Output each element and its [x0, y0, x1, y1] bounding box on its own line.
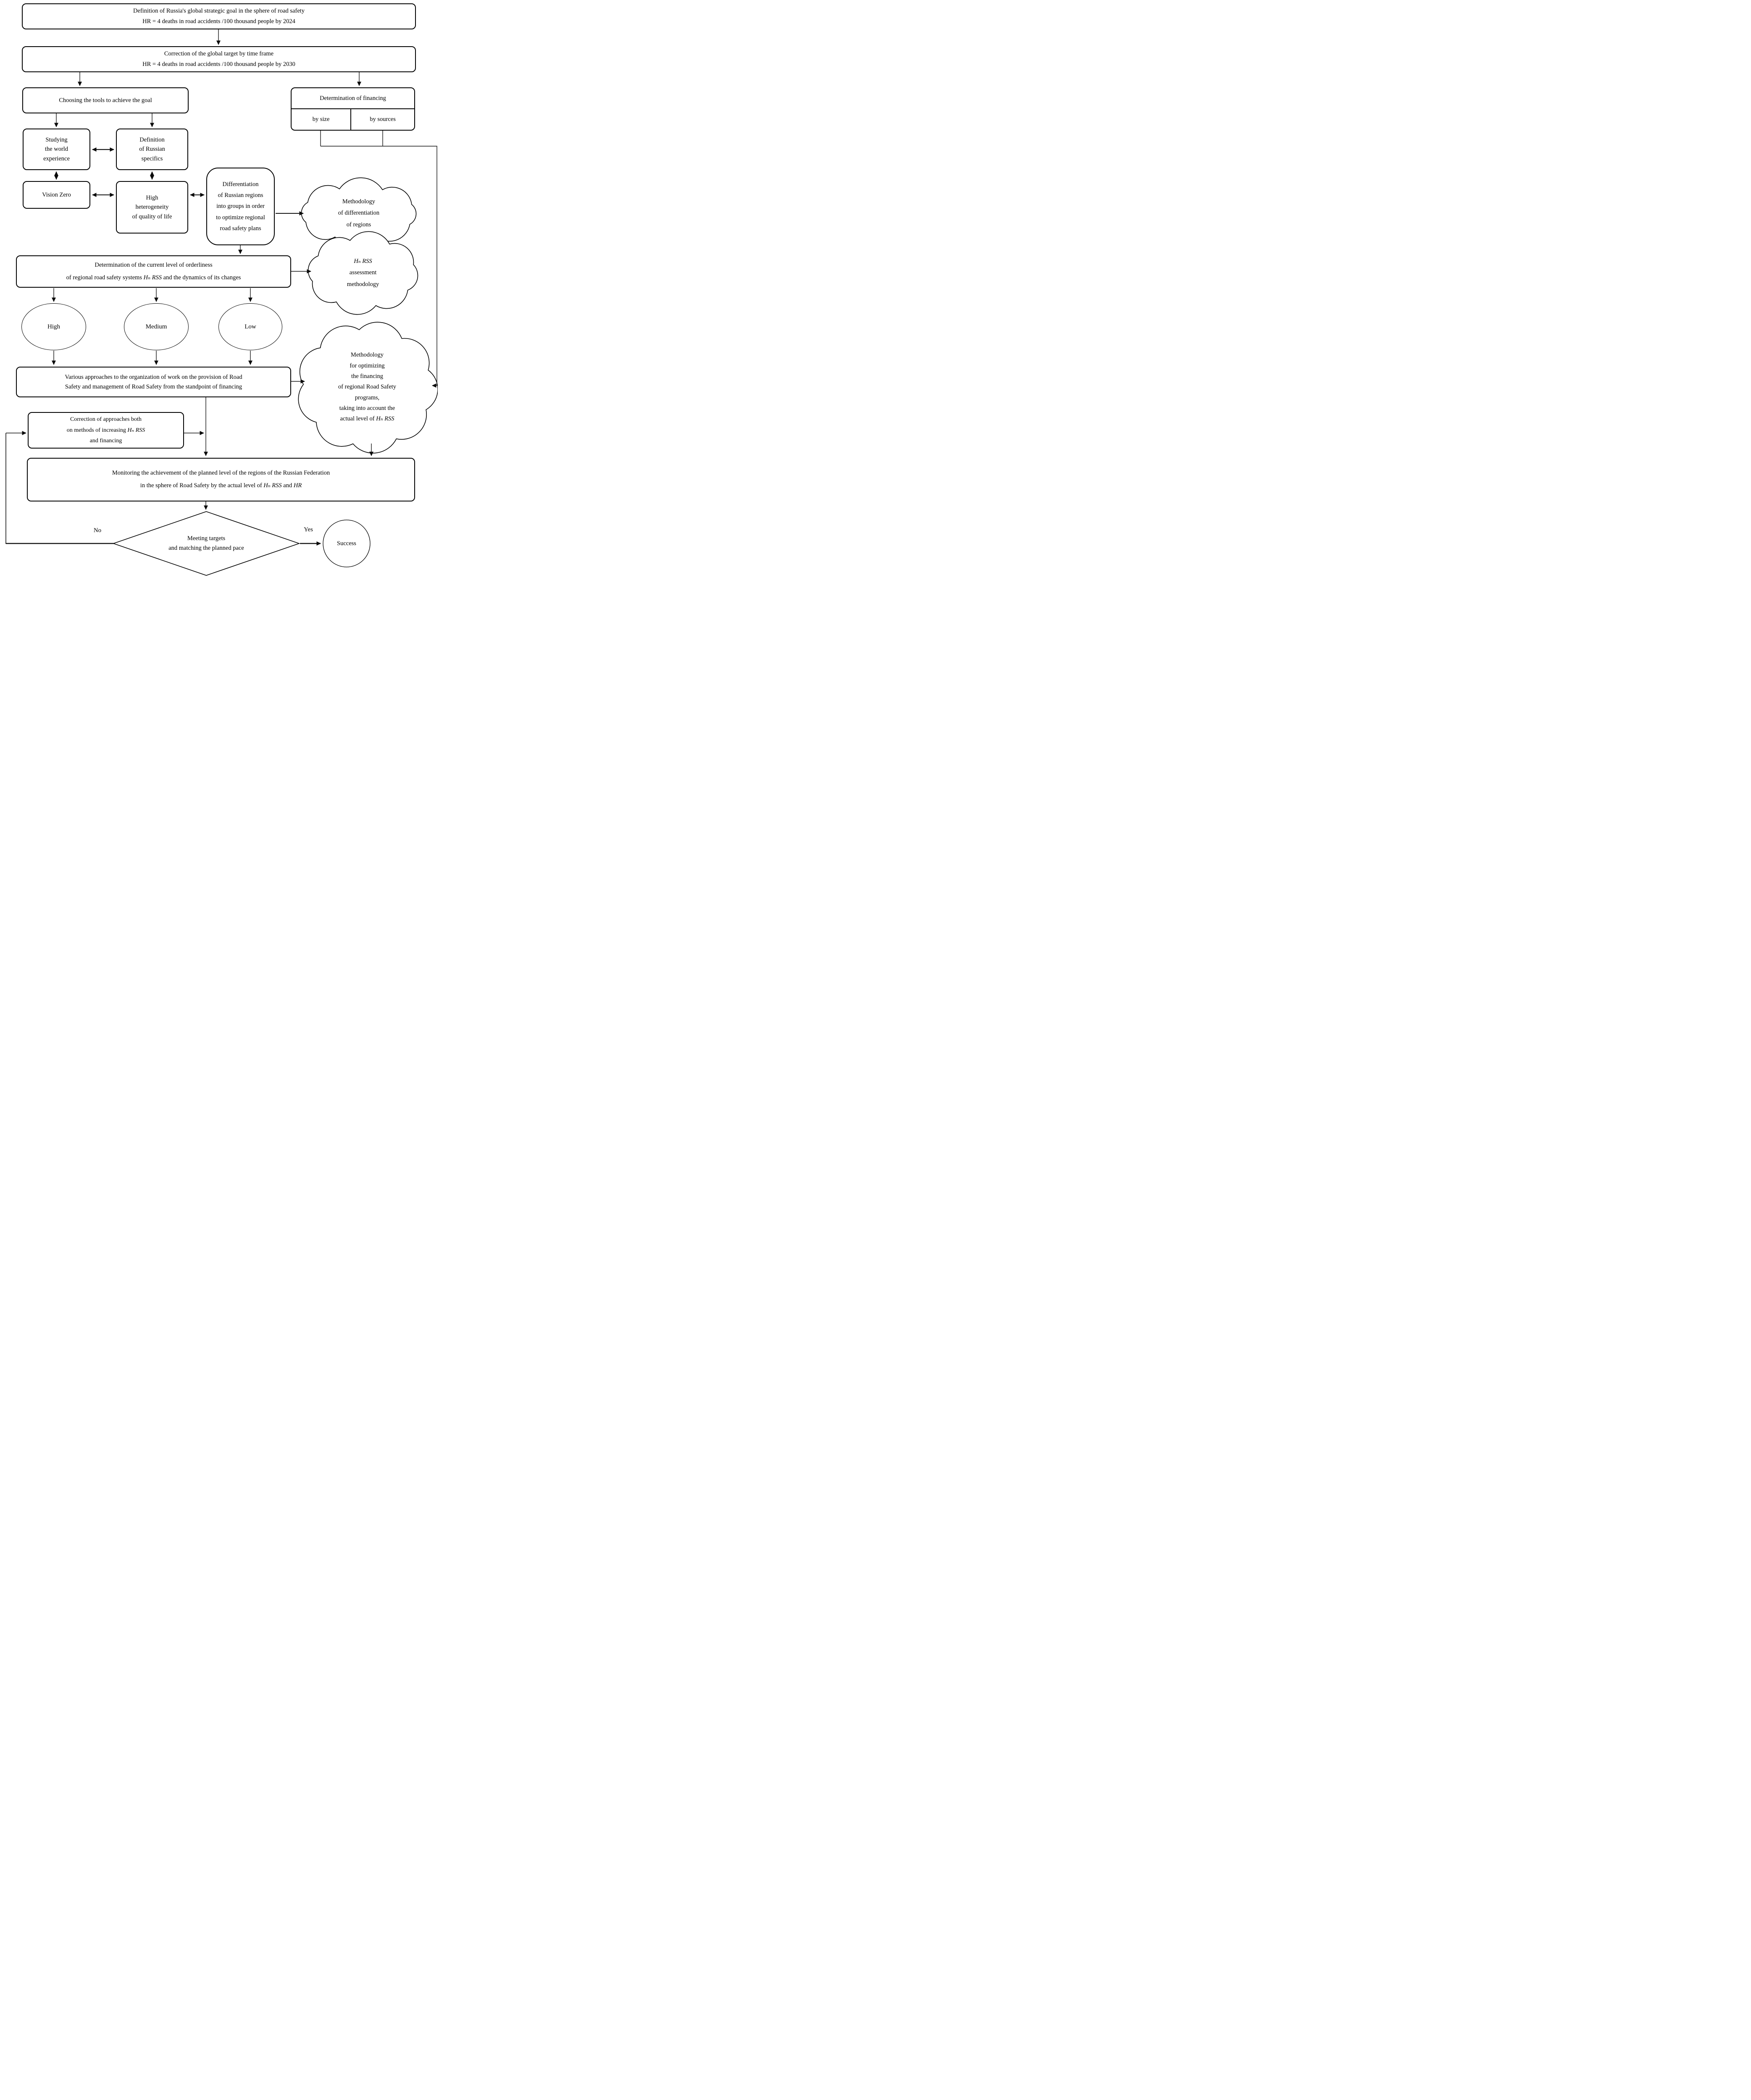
- node-financing-row: by size by sources: [292, 109, 414, 130]
- line: of differentiation: [338, 210, 380, 217]
- text-part: and: [281, 482, 294, 489]
- node-differentiation-regions: Differentiation of Russian regions into …: [206, 168, 275, 245]
- node-financing-title: Determination of financing: [292, 88, 414, 109]
- node-correction-target-line2: HR = 4 deaths in road accidents /100 tho…: [142, 61, 295, 68]
- line: the financing: [351, 373, 384, 380]
- line: Differentiation: [222, 181, 259, 188]
- flowchart-page: Definition of Russia's global strategic …: [0, 0, 438, 578]
- success-circle-shape: [323, 520, 371, 567]
- node-global-goal-line1: Definition of Russia's global strategic …: [133, 7, 305, 14]
- node-global-goal: Definition of Russia's global strategic …: [22, 3, 416, 29]
- line: heterogeneity: [135, 204, 169, 211]
- node-monitoring: Monitoring the achievement of the planne…: [27, 458, 415, 501]
- success-label: Success: [323, 534, 370, 553]
- line: and financing: [89, 438, 122, 444]
- line: for optimizing: [350, 362, 385, 369]
- line: Methodology: [342, 198, 376, 205]
- line: and matching the planned pace: [168, 545, 244, 551]
- line: into groups in order: [216, 203, 265, 210]
- line: actual level of Hₙ RSS: [340, 414, 394, 424]
- node-heterogeneity: High heterogeneity of quality of life: [116, 181, 188, 234]
- ellipse-low-label: Low: [245, 323, 256, 330]
- text-part: and the dynamics of its changes: [161, 274, 241, 281]
- node-current-level-line1: Determination of the current level of or…: [95, 261, 213, 268]
- line: Yes: [304, 526, 313, 533]
- line: Success: [337, 540, 356, 547]
- node-monitoring-line2: in the sphere of Road Safety by the actu…: [140, 480, 302, 492]
- line: programs,: [355, 394, 380, 401]
- node-correction-target-line1: Correction of the global target by time …: [164, 50, 274, 57]
- line: of quality of life: [132, 213, 172, 220]
- node-monitoring-line1: Monitoring the achievement of the planne…: [112, 470, 330, 477]
- line: Various approaches to the organization o…: [65, 374, 242, 381]
- hn-rss-symbol: Hₙ RSS: [376, 415, 394, 423]
- hn-rss-symbol: Hₙ RSS: [354, 257, 372, 265]
- line: of Russian: [139, 146, 165, 153]
- line: on methods of increasing Hₙ RSS: [67, 425, 145, 436]
- hn-rss-symbol: Hₙ RSS: [127, 427, 145, 433]
- ellipse-low: Low: [218, 303, 282, 350]
- node-choosing-tools: Choosing the tools to achieve the goal: [22, 87, 189, 113]
- cloud-optimizing-label: Methodology for optimizing the financing…: [313, 334, 422, 441]
- node-global-goal-line2: HR = 4 deaths in road accidents /100 tho…: [142, 18, 295, 25]
- line: Correction of approaches both: [70, 416, 142, 423]
- line: Definition: [139, 136, 165, 143]
- node-correction-approaches: Correction of approaches both on methods…: [28, 412, 184, 449]
- line: High: [146, 194, 158, 201]
- line: Safety and management of Road Safety fro…: [65, 383, 242, 390]
- node-various-approaches: Various approaches to the organization o…: [16, 367, 291, 397]
- node-vision-zero: Vision Zero: [23, 181, 90, 209]
- node-current-level-line2: of regional road safety systems Hₙ RSS a…: [66, 272, 241, 284]
- line: Methodology: [350, 352, 384, 359]
- ellipse-high: High: [21, 303, 86, 350]
- line: No: [93, 527, 102, 534]
- node-current-level: Determination of the current level of or…: [16, 255, 291, 288]
- hr-symbol: HR: [293, 482, 302, 489]
- text-part: on methods of increasing: [66, 427, 128, 433]
- line: experience: [43, 155, 70, 162]
- node-financing-by-size: by size: [312, 116, 330, 123]
- node-studying-world-experience: Studying the world experience: [23, 129, 90, 170]
- hn-rss-symbol: Hₙ RSS: [263, 482, 282, 489]
- text-part: actual level of: [340, 415, 376, 423]
- ellipse-medium: Medium: [124, 303, 189, 350]
- ellipse-high-label: High: [47, 323, 60, 330]
- node-financing-by-sources: by sources: [350, 109, 414, 130]
- line: to optimize regional: [216, 214, 265, 221]
- node-vision-zero-label: Vision Zero: [42, 191, 71, 198]
- cloud-assessment-label: Hₙ RSS assessment methodology: [321, 249, 405, 297]
- node-correction-target: Correction of the global target by time …: [22, 46, 416, 72]
- node-financing: Determination of financing by size by so…: [291, 87, 415, 131]
- ellipse-medium-label: Medium: [145, 323, 167, 330]
- line: of Russian regions: [218, 192, 263, 199]
- branch-yes-label: Yes: [295, 525, 322, 534]
- line: of regional Road Safety: [338, 383, 397, 391]
- decision-diamond-shape: [112, 511, 300, 576]
- line: Studying: [45, 136, 68, 143]
- text-part: of regional road safety systems: [66, 274, 144, 281]
- line: Meeting targets: [187, 535, 226, 542]
- line: the world: [45, 146, 68, 153]
- line: road safety plans: [220, 225, 261, 232]
- text-part: in the sphere of Road Safety by the actu…: [140, 482, 264, 489]
- hn-rss-symbol: Hₙ RSS: [143, 274, 162, 281]
- node-choosing-tools-label: Choosing the tools to achieve the goal: [59, 97, 152, 104]
- line: specifics: [141, 155, 163, 162]
- line: of regions: [346, 221, 371, 228]
- branch-no-label: No: [84, 526, 111, 535]
- line: taking into account the: [339, 405, 395, 412]
- line: methodology: [347, 281, 379, 288]
- decision-label: Meeting targets and matching the planned…: [147, 530, 266, 557]
- line: assessment: [349, 269, 377, 276]
- node-russian-specifics: Definition of Russian specifics: [116, 129, 188, 170]
- cloud-differentiation-label: Methodology of differentiation of region…: [317, 192, 401, 234]
